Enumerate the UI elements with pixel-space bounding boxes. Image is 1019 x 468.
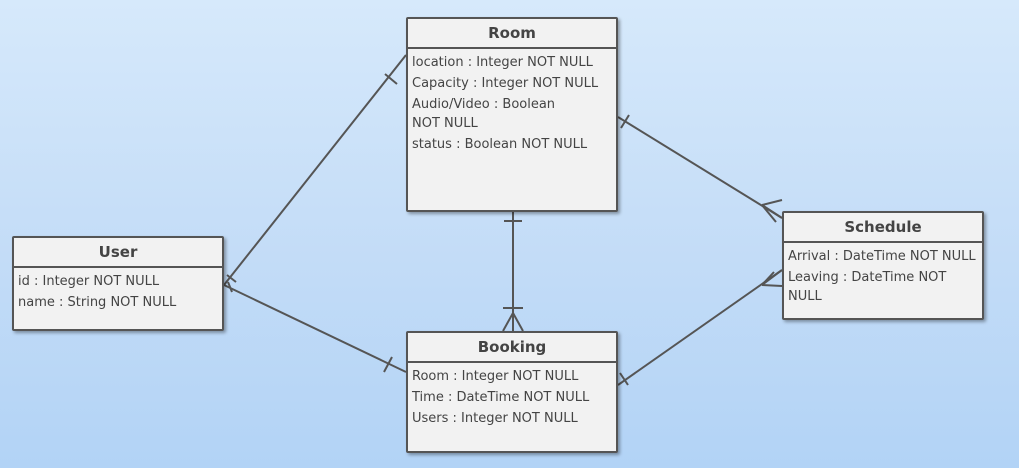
entity-title: Schedule xyxy=(784,213,982,243)
crowfoot-bottom xyxy=(761,271,775,286)
entity-title: User xyxy=(14,238,222,268)
crowfoot-bottom xyxy=(761,204,777,223)
attribute-list: location : Integer NOT NULL Capacity : I… xyxy=(408,49,616,154)
entity-room[interactable]: Room location : Integer NOT NULL Capacit… xyxy=(406,17,618,212)
attribute: Users : Integer NOT NULL xyxy=(412,411,578,426)
crowfoot-right xyxy=(512,312,524,332)
attribute: Time : DateTime NOT NULL xyxy=(412,390,590,405)
connector-user-booking[interactable] xyxy=(223,281,407,373)
attribute-list: Arrival : DateTime NOT NULL Leaving : Da… xyxy=(784,243,982,306)
attribute: Capacity : Integer NOT NULL xyxy=(412,76,599,91)
connector-room-schedule[interactable] xyxy=(617,114,783,223)
entity-schedule[interactable]: Schedule Arrival : DateTime NOT NULL Lea… xyxy=(782,211,984,320)
entity-title: Room xyxy=(408,19,616,49)
crowfoot-mid xyxy=(761,204,783,219)
one-marker-booking xyxy=(383,356,393,373)
attribute: name : String NOT NULL xyxy=(18,295,177,310)
crowfoot-left xyxy=(502,312,514,332)
one-marker-room xyxy=(620,114,630,129)
entity-booking[interactable]: Booking Room : Integer NOT NULL Time : D… xyxy=(406,331,618,453)
connector-user-room[interactable] xyxy=(223,54,407,286)
entity-user[interactable]: User id : Integer NOT NULL name : String… xyxy=(12,236,224,331)
attribute: Room : Integer NOT NULL xyxy=(412,369,579,384)
crowfoot-mid xyxy=(761,284,783,287)
attribute-list: id : Integer NOT NULL name : String NOT … xyxy=(14,268,222,312)
attribute: Audio/Video : Boolean NOT NULL xyxy=(412,97,556,131)
one-marker-booking xyxy=(619,372,629,386)
connector-booking-schedule[interactable] xyxy=(617,269,783,386)
attribute: Leaving : DateTime NOT NULL xyxy=(788,270,947,304)
attribute: location : Integer NOT NULL xyxy=(412,55,593,70)
crowfoot-top xyxy=(761,199,783,206)
attribute: status : Boolean NOT NULL xyxy=(412,137,588,152)
entity-title: Booking xyxy=(408,333,616,363)
attribute-list: Room : Integer NOT NULL Time : DateTime … xyxy=(408,363,616,428)
attribute: Arrival : DateTime NOT NULL xyxy=(788,249,976,264)
one-marker-room xyxy=(384,73,398,85)
one-marker-user xyxy=(227,281,233,293)
one-marker-user xyxy=(226,274,237,283)
connector-room-booking[interactable] xyxy=(502,212,524,332)
attribute: id : Integer NOT NULL xyxy=(18,274,160,289)
